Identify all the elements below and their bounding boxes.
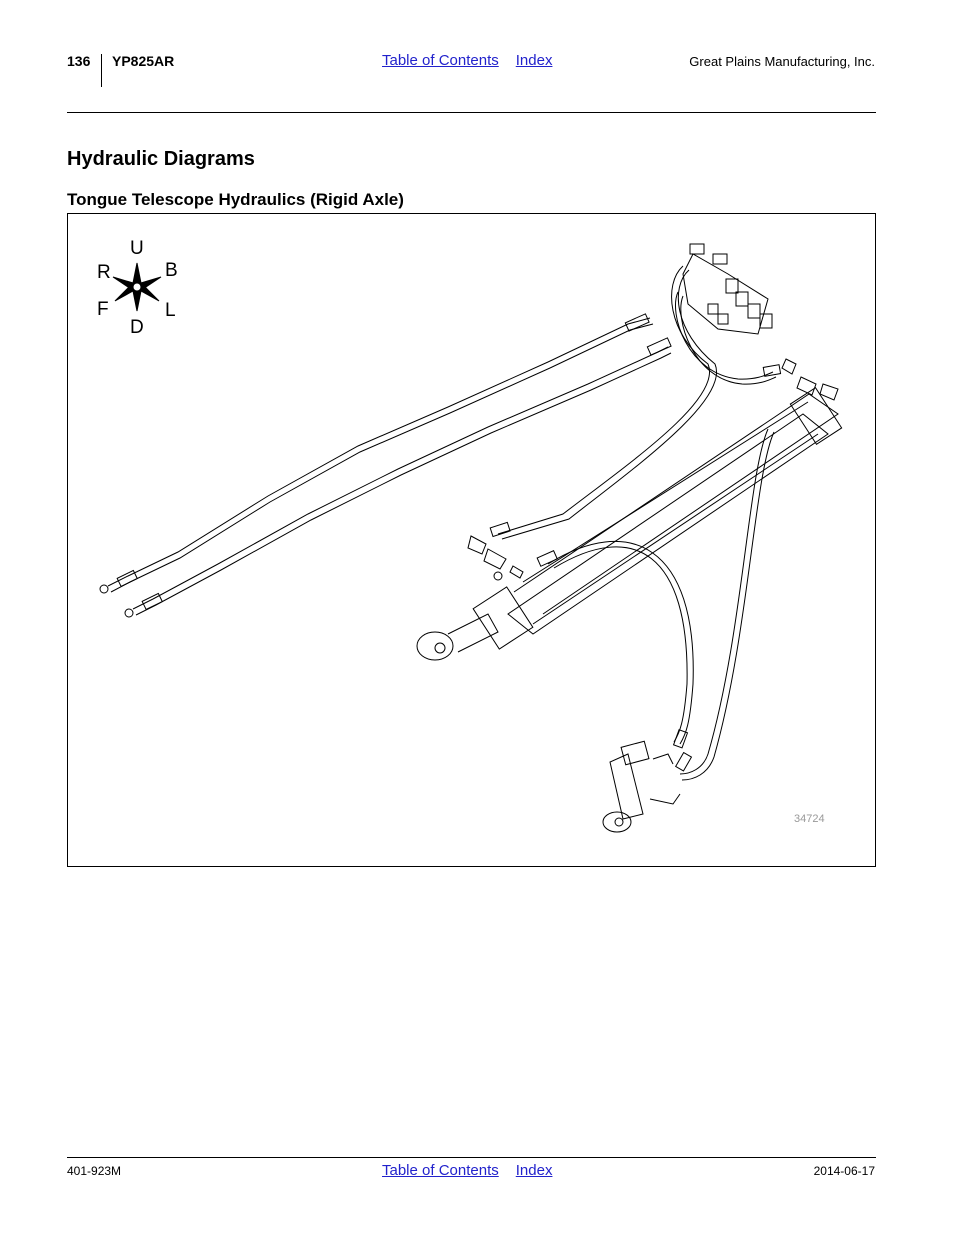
compass-label-right: R xyxy=(97,262,111,283)
hydraulic-diagram-drawing xyxy=(99,243,843,833)
footer-toc-link[interactable]: Table of Contents xyxy=(382,1162,499,1179)
valve-block xyxy=(682,243,773,335)
compass-label-left: L xyxy=(165,300,176,321)
header-nav: Table of Contents Index xyxy=(382,52,552,69)
publication-date: 2014-06-17 xyxy=(813,1164,875,1178)
compass-label-back: B xyxy=(165,260,178,281)
footer-nav: Table of Contents Index xyxy=(382,1162,552,1179)
long-hose-1 xyxy=(99,313,654,594)
page-number: 136 xyxy=(67,53,91,69)
toc-link[interactable]: Table of Contents xyxy=(382,52,499,69)
document-number: 401-923M xyxy=(67,1164,122,1178)
compass-label-down: D xyxy=(130,317,144,338)
subsection-title: Tongue Telescope Hydraulics (Rigid Axle) xyxy=(67,190,404,209)
section-title: Hydraulic Diagrams xyxy=(67,148,255,170)
company-name: Great Plains Manufacturing, Inc. xyxy=(689,54,875,69)
index-link[interactable]: Index xyxy=(515,52,553,69)
hydraulic-diagram-figure: U R B F L D 34724 xyxy=(67,213,876,867)
main-cylinder xyxy=(416,387,843,661)
small-cylinder xyxy=(602,740,681,833)
figure-id: 34724 xyxy=(794,813,825,825)
header-divider xyxy=(101,54,102,87)
compass-rose xyxy=(112,262,162,312)
footer-rule xyxy=(67,1157,876,1158)
footer-index-link[interactable]: Index xyxy=(515,1162,553,1179)
header-rule xyxy=(67,112,876,113)
model-name: YP825AR xyxy=(112,53,175,69)
compass-label-up: U xyxy=(130,238,144,259)
compass-label-front: F xyxy=(97,299,109,320)
long-hose-2 xyxy=(124,337,672,618)
